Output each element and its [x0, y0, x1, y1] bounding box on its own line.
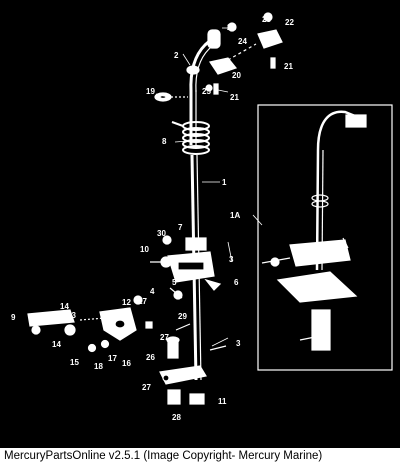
leader-lines [155, 27, 263, 347]
callout-19: 19 [146, 87, 155, 96]
spring [171, 121, 210, 155]
callout-5: 5 [172, 278, 177, 287]
footer-caption: MercuryPartsOnline v2.5.1 (Image Copyrig… [0, 448, 400, 465]
callout-21: 21 [284, 62, 293, 71]
top-handle [186, 29, 221, 75]
callout-16: 16 [122, 359, 131, 368]
callout-3: 3 [236, 339, 241, 348]
callout-20: 20 [232, 71, 241, 80]
callout-1: 1 [222, 178, 227, 187]
callout-12: 12 [122, 298, 131, 307]
callout-17: 17 [108, 354, 117, 363]
callout-28: 28 [172, 413, 181, 422]
callout-2: 2 [174, 51, 179, 60]
callout-11: 11 [218, 397, 227, 406]
callout-18: 18 [94, 362, 103, 371]
exploded-parts-diagram: 1 1A 2 3 3 4 5 6 7 8 9 10 11 12 13 14 14… [11, 12, 393, 422]
callout-13: 13 [67, 311, 76, 320]
callout-14: 14 [52, 340, 61, 349]
callout-7: 7 [178, 223, 183, 232]
callout-29: 29 [178, 312, 187, 321]
clamp-block [205, 12, 283, 95]
callout-8: 8 [162, 137, 167, 146]
collar-bracket [150, 235, 222, 300]
callout-10: 10 [140, 245, 149, 254]
callout-24: 24 [238, 37, 247, 46]
inset-detail-box [257, 104, 393, 371]
callout-14: 14 [60, 302, 69, 311]
callout-30: 30 [157, 229, 166, 238]
washer [154, 92, 188, 102]
callout-21: 21 [230, 93, 239, 102]
callout-23: 23 [262, 15, 271, 24]
lower-lever [27, 295, 153, 353]
callout-3: 3 [229, 255, 234, 264]
callout-17: 17 [138, 297, 147, 306]
callout-4: 4 [150, 287, 155, 296]
callout-6: 6 [234, 278, 239, 287]
callout-22: 22 [227, 23, 236, 32]
callout-26: 26 [146, 353, 155, 362]
callout-labels: 1 1A 2 3 3 4 5 6 7 8 9 10 11 12 13 14 14… [11, 15, 294, 422]
callout-9: 9 [11, 313, 16, 322]
bottom-parts [159, 323, 227, 405]
callout-27: 27 [160, 333, 169, 342]
callout-27: 27 [142, 383, 151, 392]
callout-25: 25 [202, 87, 211, 96]
callout-22: 22 [285, 18, 294, 27]
callout-1a: 1A [230, 211, 240, 220]
callout-15: 15 [70, 358, 79, 367]
